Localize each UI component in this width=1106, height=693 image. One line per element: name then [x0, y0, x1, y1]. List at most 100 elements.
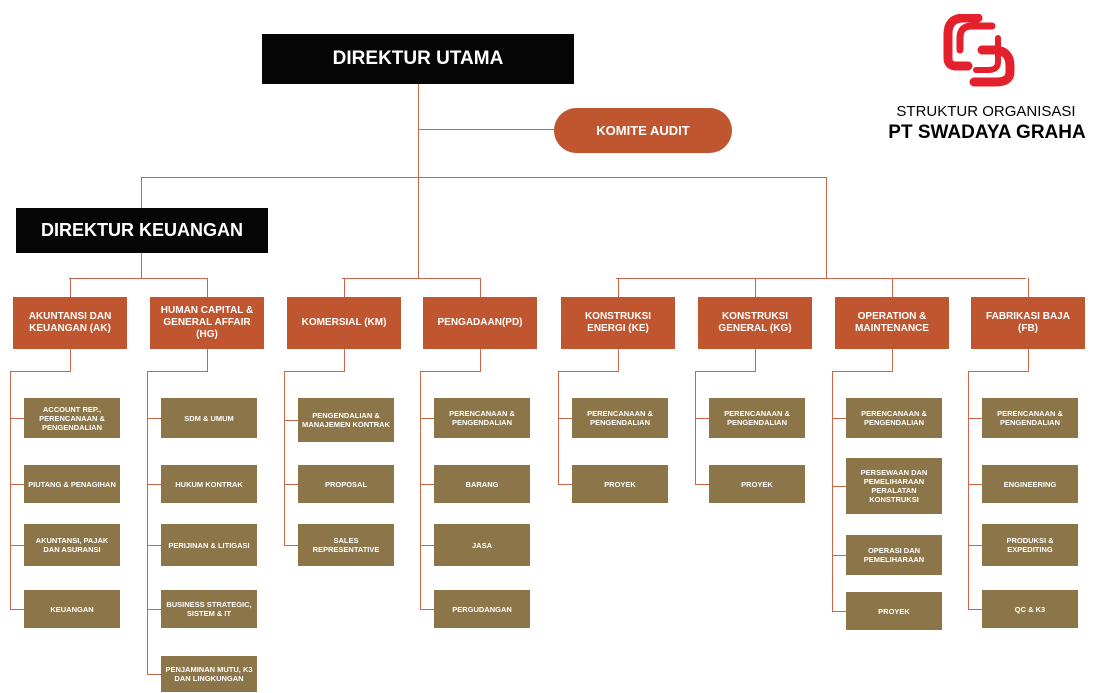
unit-box[interactable]: PERENCANAAN & PENGENDALIAN [846, 398, 942, 438]
connector-line [420, 371, 421, 609]
connector-line [141, 253, 142, 278]
connector-line [69, 278, 207, 279]
chart-subtitle: STRUKTUR ORGANISASI [896, 103, 1076, 120]
connector-line [284, 371, 285, 545]
connector-line [968, 545, 982, 546]
connector-line [968, 484, 982, 485]
connector-line [558, 371, 559, 484]
connector-line [832, 371, 833, 611]
company-title: PT SWADAYA GRAHA [888, 122, 1086, 143]
connector-line [344, 349, 345, 371]
connector-line [892, 278, 893, 297]
department-box[interactable]: FABRIKASI BAJA (FB) [971, 297, 1085, 349]
unit-box[interactable]: BUSINESS STRATEGIC, SISTEM & IT [161, 590, 257, 628]
connector-line [832, 418, 846, 419]
unit-box[interactable]: ACCOUNT REP., PERENCANAAN & PENGENDALIAN [24, 398, 120, 438]
connector-line [342, 278, 480, 279]
unit-box[interactable]: BARANG [434, 465, 530, 503]
connector-line [832, 486, 846, 487]
connector-line [618, 278, 619, 297]
department-box[interactable]: KOMERSIAL (KM) [287, 297, 401, 349]
direktur-utama-box[interactable]: DIREKTUR UTAMA [262, 34, 574, 84]
connector-line [558, 484, 572, 485]
unit-box[interactable]: PRODUKSI & EXPEDITING [982, 524, 1078, 566]
connector-line [147, 418, 161, 419]
department-box[interactable]: KONSTRUKSI GENERAL (KG) [698, 297, 812, 349]
unit-box[interactable]: PROYEK [709, 465, 805, 503]
connector-line [1028, 349, 1029, 371]
unit-box[interactable]: PERENCANAAN & PENGENDALIAN [572, 398, 668, 438]
connector-line [832, 371, 893, 372]
connector-line [418, 177, 419, 278]
connector-line [695, 371, 696, 484]
connector-line [420, 484, 434, 485]
connector-line [10, 371, 11, 609]
connector-line [284, 371, 345, 372]
connector-line [968, 371, 1029, 372]
unit-box[interactable]: PERENCANAAN & PENGENDALIAN [709, 398, 805, 438]
department-box[interactable]: OPERATION & MAINTENANCE [835, 297, 949, 349]
unit-box[interactable]: PROPOSAL [298, 465, 394, 503]
direktur-keuangan-box[interactable]: DIREKTUR KEUANGAN [16, 208, 268, 253]
connector-line [616, 278, 1026, 279]
unit-box[interactable]: PERGUDANGAN [434, 590, 530, 628]
connector-line [480, 349, 481, 371]
unit-box[interactable]: JASA [434, 524, 530, 566]
unit-box[interactable]: PERENCANAAN & PENGENDALIAN [434, 398, 530, 438]
connector-line [10, 545, 24, 546]
unit-box[interactable]: ENGINEERING [982, 465, 1078, 503]
unit-box[interactable]: QC & K3 [982, 590, 1078, 628]
connector-line [70, 349, 71, 371]
connector-line [147, 545, 161, 546]
connector-line [418, 129, 554, 130]
connector-line [147, 609, 161, 610]
connector-line [480, 278, 481, 297]
department-box[interactable]: AKUNTANSI DAN KEUANGAN (AK) [13, 297, 127, 349]
unit-box[interactable]: SALES REPRESENTATIVE [298, 524, 394, 566]
unit-box[interactable]: PROYEK [846, 592, 942, 630]
unit-box[interactable]: PERIJINAN & LITIGASI [161, 524, 257, 566]
connector-line [695, 371, 756, 372]
connector-line [618, 349, 619, 371]
connector-line [968, 418, 982, 419]
unit-box[interactable]: HUKUM KONTRAK [161, 465, 257, 503]
unit-box[interactable]: AKUNTANSI, PAJAK DAN ASURANSI [24, 524, 120, 566]
connector-line [695, 418, 709, 419]
connector-line [695, 484, 709, 485]
connector-line [141, 177, 827, 178]
connector-line [141, 177, 142, 208]
connector-line [832, 555, 846, 556]
department-box[interactable]: KONSTRUKSI ENERGI (KE) [561, 297, 675, 349]
connector-line [892, 349, 893, 371]
unit-box[interactable]: PERENCANAAN & PENGENDALIAN [982, 398, 1078, 438]
connector-line [284, 420, 298, 421]
unit-box[interactable]: PROYEK [572, 465, 668, 503]
connector-line [418, 84, 419, 178]
komite-audit-box[interactable]: KOMITE AUDIT [554, 108, 732, 153]
connector-line [826, 177, 827, 278]
unit-box[interactable]: KEUANGAN [24, 590, 120, 628]
connector-line [207, 278, 208, 297]
department-box[interactable]: HUMAN CAPITAL & GENERAL AFFAIR (HG) [150, 297, 264, 349]
department-box[interactable]: PENGADAAN(PD) [423, 297, 537, 349]
unit-box[interactable]: PENGENDALIAN & MANAJEMEN KONTRAK [298, 398, 394, 442]
connector-line [344, 278, 345, 297]
connector-line [755, 349, 756, 371]
unit-box[interactable]: PIUTANG & PENAGIHAN [24, 465, 120, 503]
connector-line [420, 418, 434, 419]
connector-line [147, 674, 161, 675]
connector-line [147, 371, 148, 674]
connector-line [147, 371, 208, 372]
connector-line [284, 484, 298, 485]
connector-line [10, 371, 71, 372]
unit-box[interactable]: OPERASI DAN PEMELIHARAAN [846, 535, 942, 575]
connector-line [1028, 278, 1029, 297]
unit-box[interactable]: PENJAMINAN MUTU, K3 DAN LINGKUNGAN [161, 656, 257, 692]
connector-line [10, 609, 24, 610]
connector-line [558, 418, 572, 419]
unit-box[interactable]: SDM & UMUM [161, 398, 257, 438]
connector-line [420, 545, 434, 546]
connector-line [420, 609, 434, 610]
unit-box[interactable]: PERSEWAAN DAN PEMELIHARAAN PERALATAN KON… [846, 458, 942, 514]
connector-line [968, 371, 969, 609]
